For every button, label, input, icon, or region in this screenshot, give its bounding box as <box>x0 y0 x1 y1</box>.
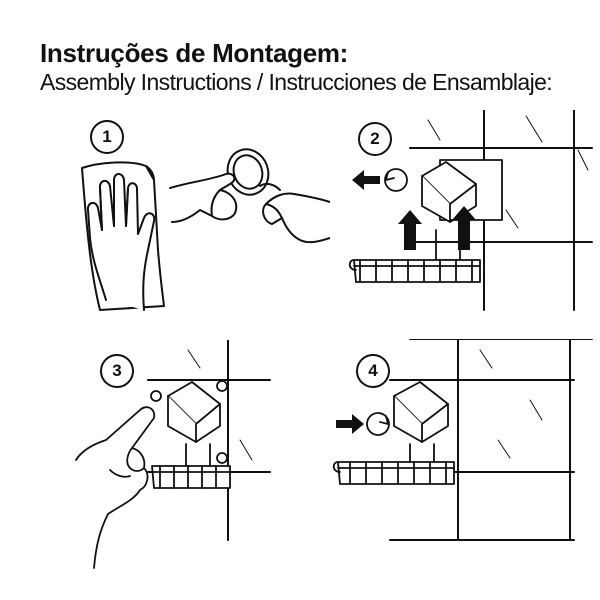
arrow-up-icon <box>452 206 476 250</box>
step-number-4: 4 <box>356 354 390 388</box>
arrow-up-icon <box>398 210 422 250</box>
step-3-illustration <box>75 340 271 569</box>
step-4: 4 <box>330 340 600 570</box>
step-number-2: 2 <box>358 122 392 156</box>
page-subtitle: Assembly Instructions / Instrucciones de… <box>40 69 553 95</box>
step-1: 1 <box>60 110 330 340</box>
arrow-left-icon <box>352 170 380 190</box>
wiping-hand-icon <box>81 161 165 311</box>
step-2: 2 <box>330 110 600 340</box>
step-number-1: 1 <box>90 120 124 154</box>
step-1-illustration <box>81 148 330 311</box>
suction-cup-hands-icon <box>169 148 330 244</box>
step-3: 3 <box>60 340 330 570</box>
step-4-illustration <box>332 340 575 541</box>
finger-press-icon <box>75 406 156 569</box>
rotate-icon <box>384 168 408 192</box>
arrow-right-icon <box>336 414 364 434</box>
page-title: Instruções de Montagem: <box>40 38 349 68</box>
step-number-3: 3 <box>100 354 134 388</box>
step-2-illustration <box>348 110 593 340</box>
rotate-icon <box>366 412 390 436</box>
